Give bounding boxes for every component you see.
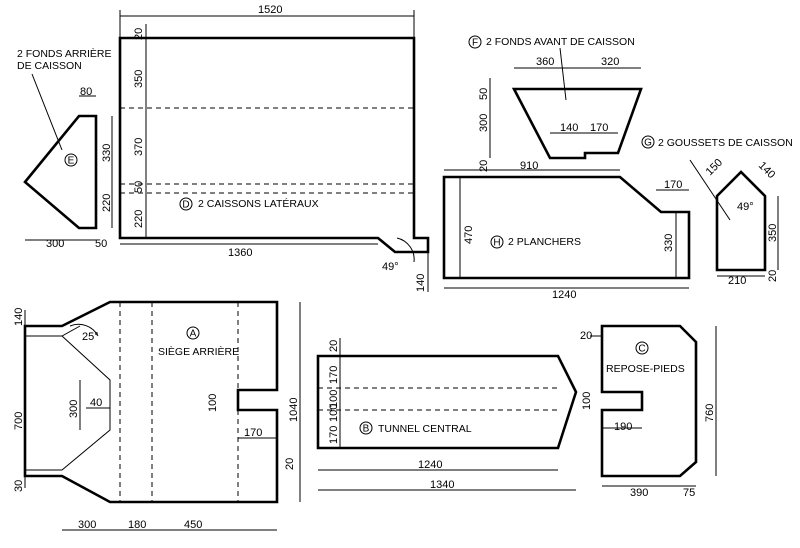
dim-e-330: 330 [101, 144, 113, 162]
dim-d-350: 350 [133, 70, 145, 88]
dim-a-170: 170 [244, 427, 262, 439]
part-a-outline [23, 300, 279, 504]
dim-b-100b: 100 [328, 404, 340, 422]
dim-b-100: 100 [328, 390, 340, 408]
dim-b-170b: 170 [328, 426, 340, 444]
dim-a-300: 300 [68, 400, 80, 418]
dim-d-20: 20 [133, 28, 145, 40]
dim-c-390: 390 [630, 487, 648, 499]
part-c-outline [600, 324, 698, 478]
part-e-label-1: 2 FONDS ARRIÈRE [17, 47, 112, 60]
part-d-outline [118, 36, 430, 254]
dim-h-470: 470 [463, 226, 475, 244]
part-d: 1520 20 350 370 50 220 1360 49° 140 D 2 … [118, 4, 430, 292]
dim-c-760: 760 [704, 404, 716, 422]
dim-a-1040: 1040 [288, 398, 300, 422]
part-f-letter: F [472, 38, 478, 49]
dim-d-370: 370 [133, 138, 145, 156]
dim-g-140: 140 [756, 160, 777, 181]
dim-d-49: 49° [382, 261, 399, 273]
dim-a-100: 100 [207, 394, 219, 412]
part-f: F 2 FONDS AVANT DE CAISSON 360 320 50 30… [468, 35, 643, 172]
dim-f-140: 140 [560, 122, 578, 134]
dim-g-210: 210 [728, 275, 746, 287]
dim-c-75: 75 [683, 487, 695, 499]
part-e-outline [23, 114, 98, 230]
dim-c-190: 190 [614, 421, 632, 433]
dim-a-140: 140 [13, 308, 25, 326]
dim-c-20: 20 [580, 330, 592, 342]
dim-b-1340: 1340 [430, 479, 454, 491]
part-h: 910 170 470 330 H 2 PLANCHERS 1240 [442, 160, 691, 301]
part-b-outline [316, 354, 578, 450]
dim-e-300: 300 [46, 238, 64, 250]
part-g-label: 2 GOUSSETS DE CAISSON [658, 137, 793, 149]
dim-c-100: 100 [581, 392, 593, 410]
dim-f-170: 170 [590, 122, 608, 134]
dim-g-49: 49° [737, 201, 754, 213]
part-d-letter: D [182, 200, 189, 211]
dim-h-1240: 1240 [552, 289, 576, 301]
dim-g-20: 20 [767, 270, 779, 282]
dim-e-80: 80 [80, 86, 92, 98]
dim-b-1240: 1240 [418, 459, 442, 471]
dim-h-910: 910 [520, 160, 538, 172]
dim-h-330: 330 [663, 234, 675, 252]
part-b-label: TUNNEL CENTRAL [378, 423, 472, 435]
part-e: 2 FONDS ARRIÈRE DE CAISSON E 80 330 220 … [17, 47, 113, 250]
dim-a-25: 25° [82, 331, 99, 343]
dim-a-450: 450 [184, 519, 202, 531]
dim-e-220: 220 [101, 194, 113, 212]
part-e-label-2: DE CAISSON [17, 60, 82, 72]
part-c: 20 C REPOSE-PIEDS 100 190 760 390 75 [580, 324, 717, 499]
dim-a-40: 40 [90, 397, 102, 409]
dim-f-320: 320 [601, 56, 619, 68]
part-a: A SIÈGE ARRIÈRE 25° 140 700 30 300 40 10… [13, 300, 301, 531]
part-h-label: 2 PLANCHERS [508, 236, 581, 248]
dim-a-300b: 300 [78, 519, 96, 531]
dim-f-300: 300 [478, 114, 490, 132]
part-e-letter: E [68, 156, 75, 167]
dim-a-180: 180 [128, 519, 146, 531]
dim-b-20: 20 [328, 340, 340, 352]
dim-g-150: 150 [704, 157, 725, 178]
part-c-label: REPOSE-PIEDS [606, 363, 685, 375]
dim-f-360: 360 [536, 56, 554, 68]
part-g-outline [715, 170, 767, 272]
part-a-letter: A [190, 329, 197, 340]
dim-d-140: 140 [415, 274, 427, 292]
part-b: 20 170 100 100 170 B TUNNEL CENTRAL 1240… [316, 338, 578, 491]
part-c-letter: C [638, 344, 645, 355]
dim-a-700: 700 [13, 412, 25, 430]
part-d-label: 2 CAISSONS LATÉRAUX [198, 197, 319, 210]
part-g-letter: G [644, 138, 652, 149]
part-f-label: 2 FONDS AVANT DE CAISSON [486, 36, 635, 48]
dim-g-350: 350 [767, 224, 779, 242]
dim-f-20: 20 [478, 160, 490, 172]
part-h-letter: H [493, 238, 500, 249]
dim-h-170: 170 [664, 179, 682, 191]
dim-a-20: 20 [284, 458, 296, 470]
part-h-outline [442, 175, 691, 280]
dim-d-50: 50 [133, 181, 145, 193]
dim-a-30: 30 [13, 480, 25, 492]
dim-b-170a: 170 [328, 366, 340, 384]
part-a-label: SIÈGE ARRIÈRE [158, 345, 239, 358]
dim-f-50: 50 [478, 88, 490, 100]
part-f-outline [511, 87, 643, 160]
dim-d-1520: 1520 [258, 4, 282, 16]
dim-d-1360: 1360 [228, 247, 252, 259]
dim-d-220: 220 [133, 210, 145, 228]
part-b-letter: B [363, 424, 370, 435]
dim-e-50: 50 [95, 238, 107, 250]
